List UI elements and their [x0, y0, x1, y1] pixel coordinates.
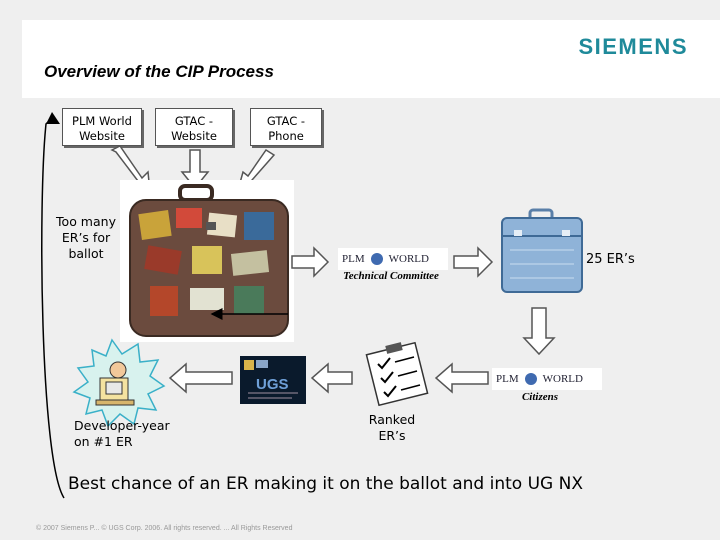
checklist-icon [365, 341, 429, 407]
plm-world-logo-citizens: PLM WORLD [492, 368, 602, 390]
arrow-ranked-to-ugs [310, 362, 353, 394]
plm-logo-word-right: WORLD [388, 253, 429, 265]
arrow-tc-to-briefcase [453, 246, 494, 278]
footer-copyright: © 2007 Siemens P... © UGS Corp. 2006. Al… [36, 525, 293, 532]
arrow-citizens-to-ranked [434, 362, 489, 394]
technical-committee-label: Technical Committee [343, 270, 439, 282]
too-many-label: Too many ER’s for ballot [48, 214, 124, 262]
developer-label: Developer-year on #1 ER [74, 418, 170, 450]
too-many-line1: Too many [56, 214, 116, 229]
suitcase-icon [129, 184, 289, 337]
ranked-line2: ER’s [378, 428, 406, 443]
source-box-line2: Website [79, 129, 125, 143]
page-title: Overview of the CIP Process [44, 62, 274, 81]
citizens-label: Citizens [521, 391, 559, 403]
ranked-label: Ranked ER’s [362, 412, 422, 444]
slide-header [22, 20, 720, 98]
arrow-suitcase-to-tc [291, 246, 330, 278]
source-box-gtac-website: GTAC - Website [155, 108, 233, 146]
plm-logo-word-right: WORLD [542, 373, 583, 385]
arrow-briefcase-down [522, 307, 556, 356]
plm-logo-word-left: PLM [496, 373, 519, 385]
developer-icon [72, 338, 166, 428]
siemens-logo: SIEMENS [578, 34, 688, 59]
ugs-logo-text: UGS [256, 376, 289, 393]
feedback-arrowhead [46, 112, 60, 124]
er-count-label: 25 ER’s [586, 252, 635, 267]
arrow-ugs-to-developer [168, 362, 233, 394]
ranked-line1: Ranked [368, 412, 416, 427]
globe-icon [524, 373, 537, 385]
briefcase-icon [501, 208, 583, 293]
source-box-line1: GTAC - [266, 114, 306, 128]
developer-line1: Developer-year [74, 418, 170, 433]
source-box-gtac-phone: GTAC - Phone [250, 108, 322, 146]
plm-world-logo-tc: PLM WORLD [338, 248, 448, 270]
too-many-line3: ballot [68, 246, 104, 261]
too-many-line2: ER’s for [61, 230, 111, 245]
ugs-logo-image: UGS [240, 356, 306, 404]
plm-logo-word-left: PLM [342, 253, 365, 265]
source-box-line1: GTAC - [174, 114, 214, 128]
source-box-line1: PLM World [72, 114, 132, 128]
conclusion-text: Best chance of an ER making it on the ba… [68, 474, 583, 494]
source-box-plm-world-website: PLM World Website [62, 108, 142, 146]
source-box-line2: Website [171, 129, 217, 143]
feedback-loop-arrow [41, 117, 65, 499]
source-box-line2: Phone [268, 129, 304, 143]
globe-icon [370, 253, 383, 265]
developer-line2: on #1 ER [74, 434, 133, 449]
